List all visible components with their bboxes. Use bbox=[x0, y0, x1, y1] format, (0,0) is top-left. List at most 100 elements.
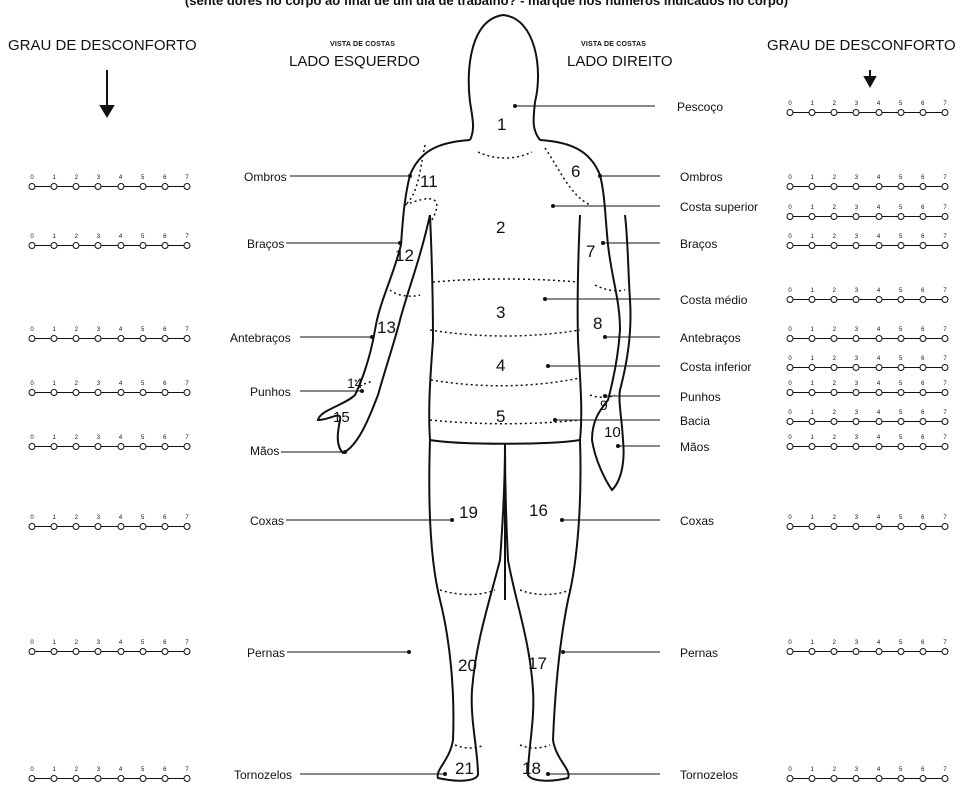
scale-option[interactable] bbox=[95, 443, 102, 450]
region-number-9[interactable]: 9 bbox=[600, 397, 608, 413]
scale-option[interactable] bbox=[809, 523, 816, 530]
scale-option[interactable] bbox=[809, 418, 816, 425]
region-number-10[interactable]: 10 bbox=[604, 424, 621, 441]
scale-option[interactable] bbox=[139, 775, 146, 782]
scale-option[interactable] bbox=[95, 242, 102, 249]
scale-option[interactable] bbox=[897, 183, 904, 190]
scale-option[interactable] bbox=[875, 775, 882, 782]
scale-option[interactable] bbox=[942, 183, 949, 190]
scale-option[interactable] bbox=[831, 418, 838, 425]
scale-option[interactable] bbox=[809, 183, 816, 190]
scale-option[interactable] bbox=[161, 775, 168, 782]
scale-option[interactable] bbox=[161, 183, 168, 190]
region-number-3[interactable]: 3 bbox=[496, 303, 505, 323]
scale-option[interactable] bbox=[942, 213, 949, 220]
scale-option[interactable] bbox=[897, 335, 904, 342]
scale-option[interactable] bbox=[51, 443, 58, 450]
scale-option[interactable] bbox=[139, 242, 146, 249]
scale-option[interactable] bbox=[73, 775, 80, 782]
region-number-2[interactable]: 2 bbox=[496, 218, 505, 238]
scale-option[interactable] bbox=[809, 213, 816, 220]
scale-option[interactable] bbox=[853, 335, 860, 342]
scale-option[interactable] bbox=[809, 296, 816, 303]
scale-option[interactable] bbox=[117, 242, 124, 249]
scale-option[interactable] bbox=[919, 389, 926, 396]
scale-option[interactable] bbox=[117, 335, 124, 342]
scale-option[interactable] bbox=[161, 443, 168, 450]
scale-option[interactable] bbox=[184, 443, 191, 450]
region-number-7[interactable]: 7 bbox=[586, 242, 595, 262]
scale-option[interactable] bbox=[831, 213, 838, 220]
region-number-14[interactable]: 14 bbox=[347, 375, 363, 391]
scale-option[interactable] bbox=[875, 648, 882, 655]
region-number-21[interactable]: 21 bbox=[455, 759, 474, 779]
scale-option[interactable] bbox=[875, 364, 882, 371]
scale-option[interactable] bbox=[139, 648, 146, 655]
scale-option[interactable] bbox=[853, 183, 860, 190]
scale-option[interactable] bbox=[897, 109, 904, 116]
scale-option[interactable] bbox=[809, 648, 816, 655]
scale-option[interactable] bbox=[942, 242, 949, 249]
region-number-20[interactable]: 20 bbox=[458, 656, 477, 676]
scale-option[interactable] bbox=[942, 775, 949, 782]
scale-option[interactable] bbox=[875, 335, 882, 342]
scale-option[interactable] bbox=[919, 443, 926, 450]
scale-option[interactable] bbox=[919, 418, 926, 425]
scale-option[interactable] bbox=[853, 418, 860, 425]
scale-option[interactable] bbox=[897, 213, 904, 220]
scale-option[interactable] bbox=[897, 242, 904, 249]
scale-option[interactable] bbox=[942, 418, 949, 425]
scale-option[interactable] bbox=[875, 296, 882, 303]
scale-option[interactable] bbox=[95, 389, 102, 396]
scale-option[interactable] bbox=[919, 213, 926, 220]
scale-option[interactable] bbox=[73, 443, 80, 450]
scale-option[interactable] bbox=[29, 335, 36, 342]
scale-option[interactable] bbox=[51, 183, 58, 190]
scale-option[interactable] bbox=[787, 364, 794, 371]
scale-option[interactable] bbox=[95, 183, 102, 190]
scale-option[interactable] bbox=[875, 443, 882, 450]
scale-option[interactable] bbox=[95, 523, 102, 530]
scale-option[interactable] bbox=[919, 296, 926, 303]
scale-option[interactable] bbox=[184, 183, 191, 190]
scale-option[interactable] bbox=[942, 296, 949, 303]
scale-option[interactable] bbox=[897, 296, 904, 303]
scale-option[interactable] bbox=[73, 523, 80, 530]
scale-option[interactable] bbox=[853, 775, 860, 782]
scale-option[interactable] bbox=[831, 296, 838, 303]
scale-option[interactable] bbox=[29, 242, 36, 249]
region-number-17[interactable]: 17 bbox=[528, 654, 547, 674]
scale-option[interactable] bbox=[787, 389, 794, 396]
scale-option[interactable] bbox=[831, 389, 838, 396]
scale-option[interactable] bbox=[73, 648, 80, 655]
scale-option[interactable] bbox=[942, 443, 949, 450]
scale-option[interactable] bbox=[875, 213, 882, 220]
scale-option[interactable] bbox=[875, 418, 882, 425]
scale-option[interactable] bbox=[95, 648, 102, 655]
scale-option[interactable] bbox=[161, 242, 168, 249]
scale-option[interactable] bbox=[117, 775, 124, 782]
scale-option[interactable] bbox=[831, 335, 838, 342]
scale-option[interactable] bbox=[942, 364, 949, 371]
scale-option[interactable] bbox=[787, 296, 794, 303]
scale-option[interactable] bbox=[942, 335, 949, 342]
region-number-1[interactable]: 1 bbox=[497, 115, 506, 135]
scale-option[interactable] bbox=[117, 443, 124, 450]
scale-option[interactable] bbox=[117, 183, 124, 190]
scale-option[interactable] bbox=[787, 418, 794, 425]
scale-option[interactable] bbox=[161, 523, 168, 530]
scale-option[interactable] bbox=[919, 109, 926, 116]
scale-option[interactable] bbox=[161, 648, 168, 655]
scale-option[interactable] bbox=[853, 242, 860, 249]
scale-option[interactable] bbox=[95, 775, 102, 782]
scale-option[interactable] bbox=[897, 523, 904, 530]
